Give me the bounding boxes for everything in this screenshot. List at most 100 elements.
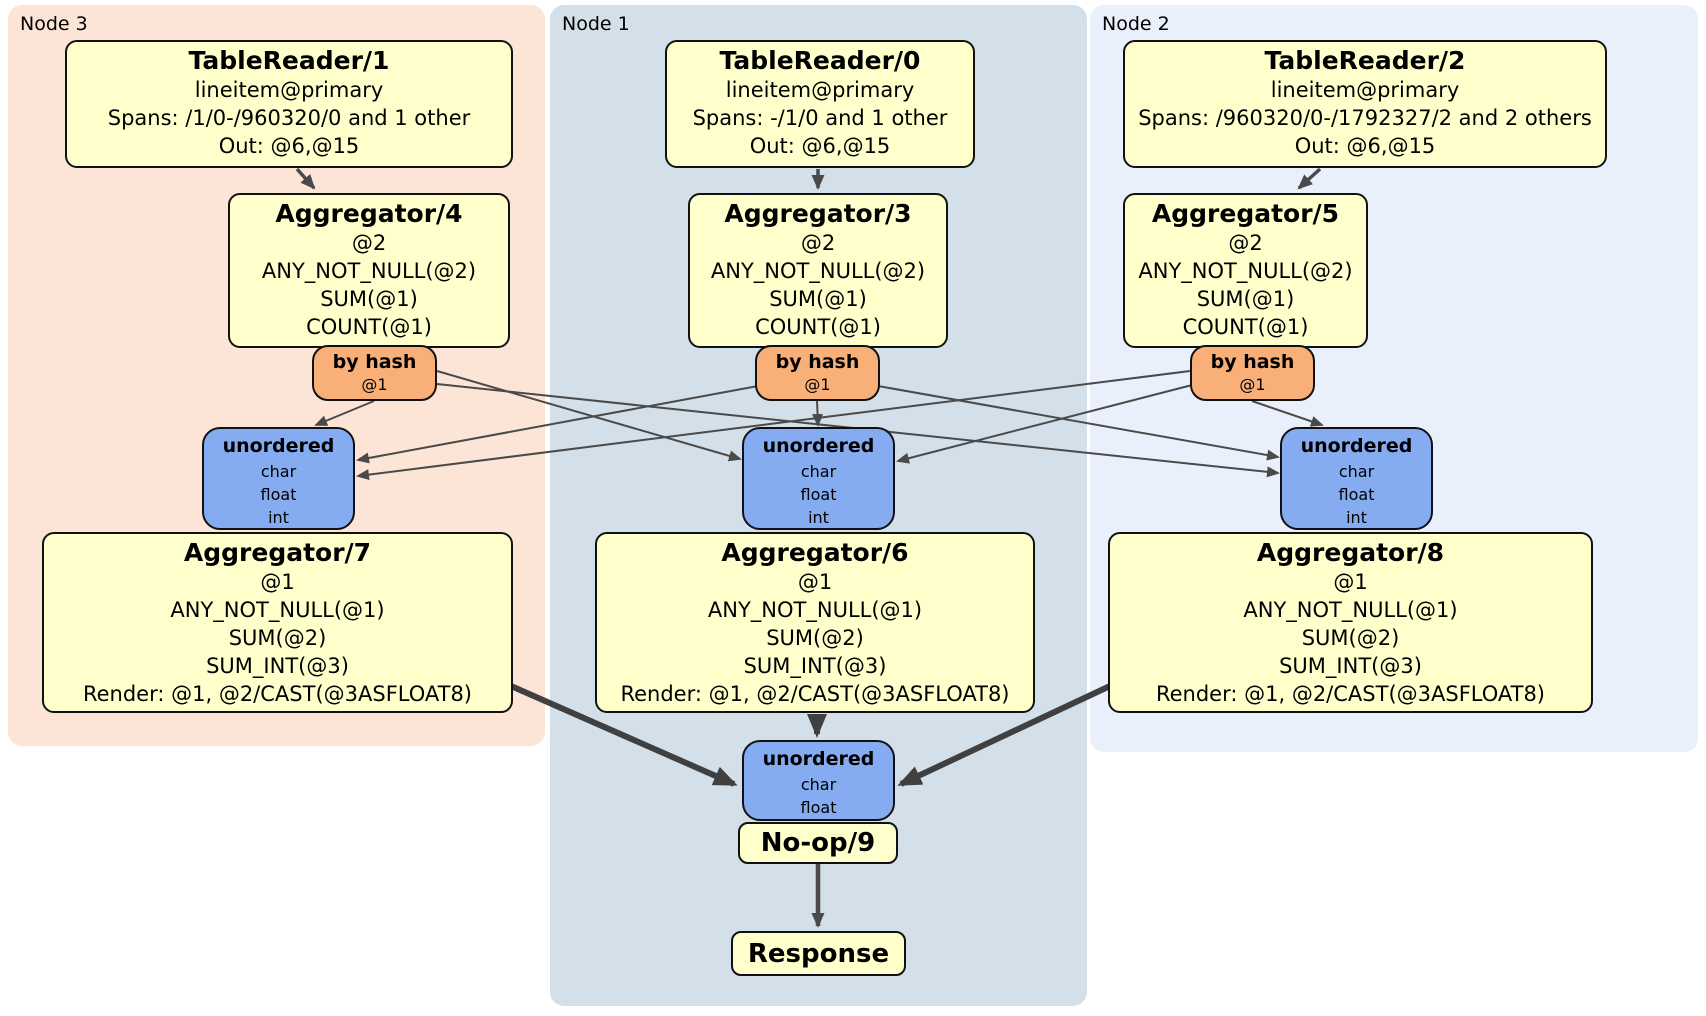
- sync-type: float: [800, 485, 837, 504]
- sync-type: char: [800, 775, 837, 794]
- processor-aggregator-6: Aggregator/6 @1 ANY_NOT_NULL(@1) SUM(@2)…: [595, 532, 1035, 713]
- processor-aggregator-3: Aggregator/3 @2 ANY_NOT_NULL(@2) SUM(@1)…: [688, 193, 948, 348]
- router-detail: @1: [804, 375, 831, 394]
- edge-agg7-final: [509, 683, 738, 787]
- processor-line: SUM(@2): [228, 626, 327, 650]
- processor-line: ANY_NOT_NULL(@1): [1243, 598, 1458, 622]
- response-node: Response: [731, 931, 906, 976]
- sync-type: float: [260, 485, 297, 504]
- edge-hash5-sync7: [356, 370, 1191, 481]
- processor-aggregator-4: Aggregator/4 @2 ANY_NOT_NULL(@2) SUM(@1)…: [228, 193, 510, 348]
- sync-type: char: [800, 462, 837, 481]
- processor-line: ANY_NOT_NULL(@2): [710, 259, 926, 283]
- router-sync-mesh: [314, 370, 1324, 481]
- sync-type: float: [1338, 485, 1375, 504]
- processor-line: Spans: -/1/0 and 1 other: [692, 106, 948, 130]
- processor-tablereader-2: TableReader/2 lineitem@primary Spans: /9…: [1123, 40, 1607, 168]
- processor-line: @1: [260, 570, 295, 594]
- processor-line: lineitem@primary: [725, 78, 915, 102]
- processor-line: Render: @1, @2/CAST(@3ASFLOAT8): [82, 682, 473, 706]
- sync-type: int: [1346, 508, 1367, 527]
- processor-line: lineitem@primary: [1270, 78, 1460, 102]
- processor-line: ANY_NOT_NULL(@2): [1138, 259, 1353, 283]
- router-by-hash-3: by hash @1: [755, 345, 880, 401]
- edge-hash3-sync8: [877, 385, 1280, 461]
- sync-unordered-8: unordered char float int: [1280, 427, 1433, 530]
- processor-line: lineitem@primary: [194, 78, 384, 102]
- processor-title: Aggregator/4: [275, 199, 463, 228]
- processor-line: SUM(@2): [1301, 626, 1400, 650]
- sync-label: unordered: [222, 435, 335, 457]
- processor-line: Render: @1, @2/CAST(@3ASFLOAT8): [620, 682, 1010, 706]
- processor-line: SUM_INT(@3): [743, 654, 887, 678]
- edge-hash4-sync6: [436, 370, 742, 462]
- processor-title: Response: [747, 938, 890, 969]
- router-by-hash-4: by hash @1: [312, 345, 437, 401]
- processor-line: COUNT(@1): [1182, 315, 1309, 339]
- processor-line: @2: [800, 231, 836, 255]
- processor-tablereader-1: TableReader/1 lineitem@primary Spans: /1…: [65, 40, 513, 168]
- router-detail: @1: [1239, 375, 1266, 394]
- processor-aggregator-7: Aggregator/7 @1 ANY_NOT_NULL(@1) SUM(@2)…: [42, 532, 513, 713]
- processor-tablereader-0: TableReader/0 lineitem@primary Spans: -/…: [665, 40, 975, 168]
- edge-agg8-final: [897, 683, 1112, 787]
- processor-line: SUM(@2): [766, 626, 864, 650]
- processor-title: Aggregator/3: [724, 199, 912, 228]
- sync-type: int: [268, 508, 289, 527]
- processor-noop-9: No-op/9: [738, 822, 898, 864]
- edge-hash4-sync7: [314, 400, 375, 426]
- sync-type: float: [800, 798, 837, 817]
- edge-hash3-sync7: [356, 385, 759, 464]
- processor-title: TableReader/2: [1264, 46, 1466, 75]
- processor-line: SUM(@1): [320, 287, 418, 311]
- edge-hash3-sync6: [812, 400, 824, 427]
- router-detail: @1: [361, 375, 388, 394]
- edge-hash5-sync6: [896, 383, 1197, 464]
- sync-label: unordered: [1300, 435, 1413, 457]
- edge-hash5-sync8: [1251, 400, 1324, 427]
- processor-aggregator-8: Aggregator/8 @1 ANY_NOT_NULL(@1) SUM(@2)…: [1108, 532, 1593, 713]
- processor-line: Out: @6,@15: [218, 134, 360, 158]
- sync-unordered-6: unordered char float int: [742, 427, 895, 530]
- tablereader-arrows: [295, 167, 1322, 190]
- processor-title: Aggregator/8: [1256, 538, 1445, 567]
- processor-aggregator-5: Aggregator/5 @2 ANY_NOT_NULL(@2) SUM(@1)…: [1123, 193, 1368, 348]
- processor-line: Out: @6,@15: [1294, 134, 1436, 158]
- panel-node2-label: Node 2: [1102, 13, 1170, 35]
- edge-tr1-agg4: [295, 167, 316, 190]
- processor-line: Spans: /960320/0-/1792327/2 and 2 others: [1138, 106, 1592, 130]
- processor-title: Aggregator/7: [183, 538, 372, 567]
- processor-title: TableReader/1: [188, 46, 390, 75]
- processor-line: @1: [1333, 570, 1368, 594]
- panel-node1-label: Node 1: [562, 13, 630, 35]
- processor-line: SUM_INT(@3): [206, 654, 349, 678]
- processor-line: SUM(@1): [1196, 287, 1295, 311]
- processor-line: SUM(@1): [769, 287, 867, 311]
- processor-title: No-op/9: [760, 828, 876, 858]
- sync-type: int: [808, 508, 829, 527]
- processor-line: Spans: /1/0-/960320/0 and 1 other: [107, 106, 471, 130]
- final-stage-arrows: [509, 683, 1112, 787]
- sync-unordered-7: unordered char float int: [202, 427, 355, 530]
- processor-line: COUNT(@1): [755, 315, 881, 339]
- processor-line: Out: @6,@15: [749, 134, 891, 158]
- sync-label: unordered: [762, 435, 875, 457]
- router-label: by hash: [332, 351, 417, 373]
- router-by-hash-5: by hash @1: [1190, 345, 1315, 401]
- panel-node3-label: Node 3: [20, 13, 88, 35]
- processor-line: COUNT(@1): [306, 315, 432, 339]
- router-label: by hash: [775, 351, 860, 373]
- sync-type: char: [260, 462, 297, 481]
- router-label: by hash: [1210, 351, 1295, 373]
- processor-line: @2: [1228, 231, 1263, 255]
- sync-label: unordered: [762, 748, 875, 770]
- processor-line: ANY_NOT_NULL(@1): [707, 598, 923, 622]
- processor-line: @2: [351, 231, 387, 255]
- edge-tr2-agg5: [1297, 167, 1322, 190]
- processor-title: Aggregator/6: [721, 538, 909, 567]
- processor-title: Aggregator/5: [1151, 199, 1340, 228]
- sync-unordered-final: unordered char float: [742, 740, 895, 821]
- processor-line: @1: [797, 570, 833, 594]
